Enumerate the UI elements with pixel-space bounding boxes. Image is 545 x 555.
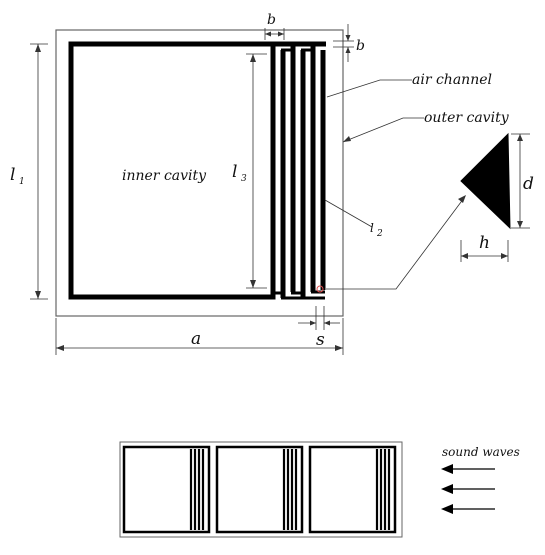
label-b-top: b xyxy=(267,12,276,28)
label-b-right: b xyxy=(356,38,365,54)
dim-b-right: b xyxy=(333,24,365,62)
label-l1-sub: 1 xyxy=(19,177,25,187)
wave-arrow xyxy=(441,504,495,514)
dim-l1: l 1 xyxy=(10,43,48,300)
label-l2-sub: 2 xyxy=(376,229,383,239)
array-cell xyxy=(308,445,397,534)
dim-l3: l 3 xyxy=(232,53,267,289)
triangle-detail: d h xyxy=(460,132,534,262)
label-l3: l xyxy=(232,162,237,182)
label-d: d xyxy=(523,174,534,194)
label-l1: l xyxy=(10,165,15,185)
wave-arrow xyxy=(441,484,495,494)
channel-walls xyxy=(270,44,326,300)
label-sound-waves: sound waves xyxy=(442,445,520,459)
label-air-channel: air channel xyxy=(412,72,492,88)
sound-waves: sound waves xyxy=(441,445,520,514)
label-a: a xyxy=(191,329,201,349)
label-s: s xyxy=(316,330,325,350)
wave-arrow xyxy=(441,464,495,474)
cell-array xyxy=(119,441,403,538)
array-frame xyxy=(119,441,403,538)
dim-s: s xyxy=(298,306,340,350)
label-outer-cavity: outer cavity xyxy=(424,110,510,126)
label-inner-cavity: inner cavity xyxy=(122,168,207,184)
label-l2: l xyxy=(370,221,374,235)
triangle-shape xyxy=(460,132,511,230)
dim-b-top: b xyxy=(264,12,285,40)
array-cell xyxy=(122,445,211,534)
outer-frame xyxy=(55,29,344,317)
callouts: air channel outer cavity l 2 inner cavit… xyxy=(122,72,510,290)
dim-a: a xyxy=(55,318,344,355)
array-cell xyxy=(215,445,304,534)
outlet-marker xyxy=(316,285,324,293)
label-l3-sub: 3 xyxy=(241,174,247,184)
label-h: h xyxy=(479,233,490,253)
unit-cell xyxy=(55,29,344,317)
